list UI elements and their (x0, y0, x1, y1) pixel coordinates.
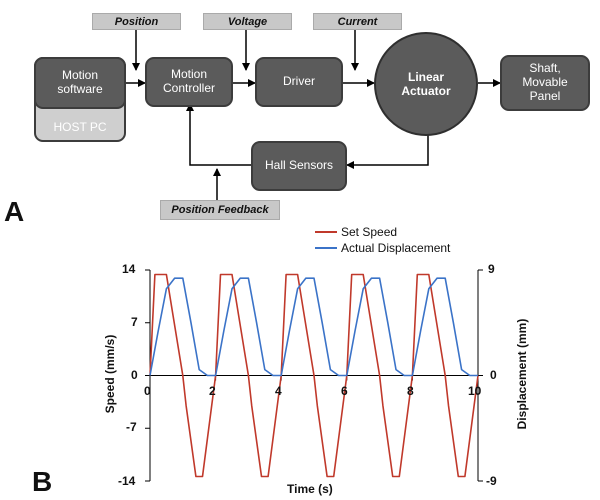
driver-block: Driver (255, 57, 343, 107)
x-tick-label: 8 (407, 384, 414, 398)
y-tick-label: 14 (122, 262, 136, 276)
chart-series (149, 273, 479, 478)
x-tick-label: 2 (209, 384, 216, 398)
voltage-signal-label: Voltage (203, 13, 292, 30)
motion-software-block: Motion software (34, 57, 126, 109)
legend-set-speed-label: Set Speed (341, 225, 398, 239)
y-tick-label: 0 (131, 368, 138, 382)
actual-displacement-line (149, 277, 478, 377)
panel-a-label: A (4, 196, 25, 227)
y2-tick-label: 9 (488, 262, 495, 276)
y-tick-label: 7 (131, 315, 138, 329)
legend-actual-displacement: Actual Displacement (315, 241, 450, 255)
current-signal-label: Current (313, 13, 402, 30)
hall-sensors-block: Hall Sensors (251, 141, 347, 191)
position-feedback-signal-label: Position Feedback (160, 200, 280, 220)
x-tick-label: 0 (144, 384, 151, 398)
actuator-to-hall-arrow (346, 133, 429, 169)
y-axis-title: Speed (mm/s) (103, 334, 117, 414)
x-tick-label: 4 (275, 384, 282, 398)
shaft-panel-block: Shaft, Movable Panel (500, 55, 590, 111)
y-tick-label: -14 (118, 474, 136, 488)
legend-set-speed: Set Speed (315, 225, 397, 239)
set-speed-swatch (315, 231, 337, 233)
position-signal-label: Position (92, 13, 181, 30)
displacement-swatch (315, 247, 337, 249)
hall-to-controller-arrow (186, 103, 251, 166)
linear-actuator-block: Linear Actuator (374, 32, 478, 136)
host-pc-label: HOST PC (53, 120, 107, 134)
y2-axis-title: Displacement (mm) (515, 318, 529, 430)
panel-b-label: B (32, 466, 53, 497)
y-tick-label: -7 (126, 420, 137, 434)
y2-tick-label: 0 (490, 368, 497, 382)
x-tick-label: 6 (341, 384, 348, 398)
set-speed-line (149, 273, 479, 478)
y2-tick-label: -9 (486, 474, 497, 488)
legend-displacement-label: Actual Displacement (341, 241, 451, 255)
x-tick-label: 10 (468, 384, 482, 398)
block-diagram-connectors (126, 29, 501, 200)
x-axis-title: Time (s) (287, 482, 333, 496)
motion-controller-block: Motion Controller (145, 57, 233, 107)
